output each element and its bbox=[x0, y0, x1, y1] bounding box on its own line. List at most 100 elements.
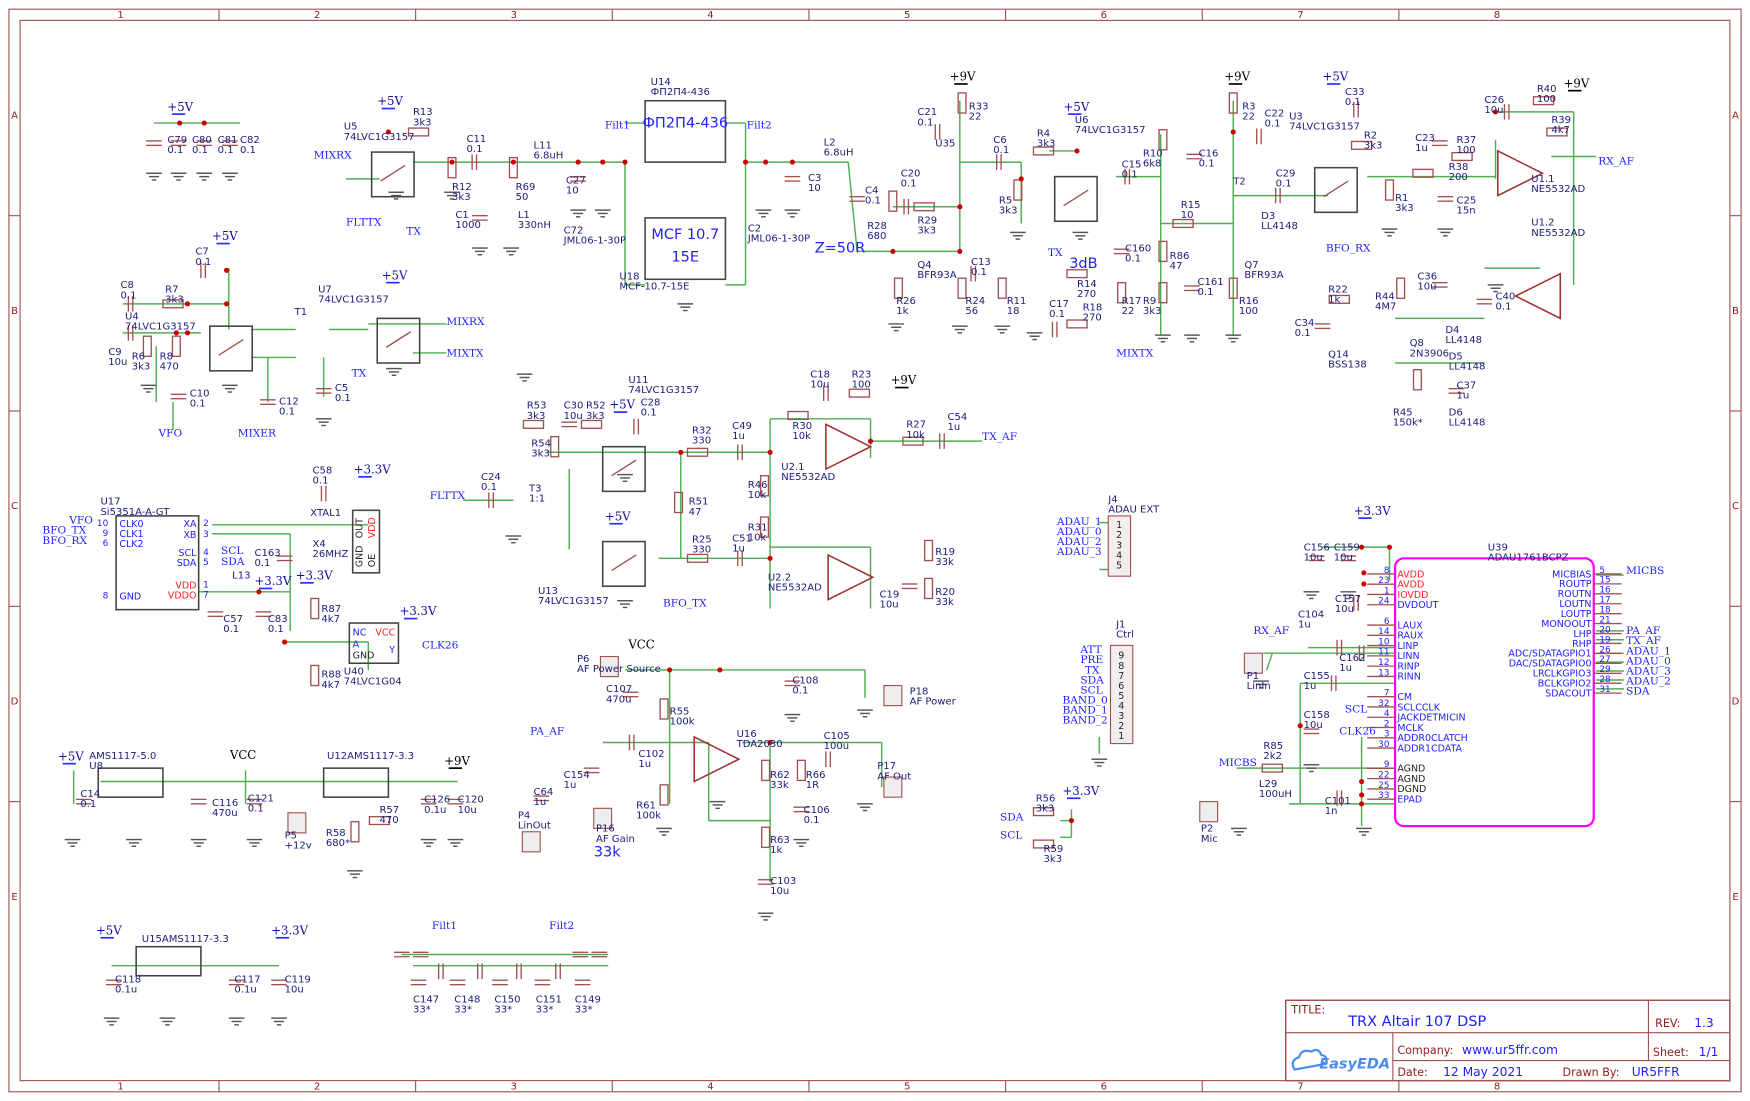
regulator-chip[interactable] bbox=[97, 767, 164, 798]
capacitor-symbol[interactable] bbox=[628, 734, 635, 751]
capacitor-symbol[interactable] bbox=[1336, 639, 1343, 656]
capacitor-symbol[interactable] bbox=[412, 951, 429, 958]
capacitor-symbol[interactable] bbox=[1340, 555, 1357, 562]
capacitor-symbol[interactable] bbox=[970, 265, 977, 282]
resistor-symbol[interactable] bbox=[310, 664, 320, 687]
capacitor-symbol[interactable] bbox=[757, 879, 774, 885]
resistor-symbol[interactable] bbox=[1412, 369, 1422, 391]
regulator-chip[interactable] bbox=[135, 945, 202, 977]
capacitor-symbol[interactable] bbox=[447, 798, 464, 805]
capacitor-symbol[interactable] bbox=[492, 979, 508, 986]
capacitor-symbol[interactable] bbox=[1184, 285, 1200, 292]
capacitor-symbol[interactable] bbox=[570, 175, 586, 182]
analog-switch-symbol[interactable] bbox=[370, 151, 415, 198]
resistor-symbol[interactable] bbox=[1546, 127, 1568, 137]
capacitor-symbol[interactable] bbox=[1431, 281, 1448, 288]
resistor-symbol[interactable] bbox=[1228, 277, 1238, 299]
resistor-symbol[interactable] bbox=[1117, 281, 1127, 304]
capacitor-symbol[interactable] bbox=[1336, 790, 1343, 807]
capacitor-symbol[interactable] bbox=[320, 485, 327, 502]
capacitor-symbol[interactable] bbox=[200, 262, 207, 279]
resistor-symbol[interactable] bbox=[171, 335, 181, 357]
capacitor-symbol[interactable] bbox=[477, 963, 483, 980]
resistor-symbol[interactable] bbox=[893, 277, 904, 299]
capacitor-symbol[interactable] bbox=[784, 175, 801, 182]
capacitor-symbol[interactable] bbox=[1431, 140, 1448, 147]
resistor-symbol[interactable] bbox=[1350, 140, 1373, 150]
resistor-symbol[interactable] bbox=[759, 516, 770, 538]
capacitor-symbol[interactable] bbox=[583, 767, 600, 774]
resistor-symbol[interactable] bbox=[923, 577, 934, 600]
capacitor-symbol[interactable] bbox=[260, 399, 276, 405]
capacitor-symbol[interactable] bbox=[1051, 321, 1058, 338]
analog-switch-symbol[interactable] bbox=[209, 325, 254, 372]
capacitor-symbol[interactable] bbox=[622, 691, 639, 698]
capacitor-symbol[interactable] bbox=[271, 979, 287, 986]
capacitor-symbol[interactable] bbox=[255, 611, 272, 618]
resistor-symbol[interactable] bbox=[761, 759, 771, 782]
capacitor-symbol[interactable] bbox=[1448, 388, 1465, 394]
capacitor-symbol[interactable] bbox=[793, 806, 810, 813]
capacitor-symbol[interactable] bbox=[246, 798, 263, 805]
resistor-symbol[interactable] bbox=[407, 127, 430, 137]
capacitor-symbol[interactable] bbox=[420, 798, 437, 805]
capacitor-symbol[interactable] bbox=[901, 583, 918, 590]
opamp-symbol[interactable] bbox=[1513, 272, 1562, 320]
resistor-symbol[interactable] bbox=[673, 491, 684, 514]
capacitor-symbol[interactable] bbox=[127, 296, 134, 312]
capacitor-symbol[interactable] bbox=[822, 385, 829, 401]
capacitor-symbol[interactable] bbox=[1330, 675, 1337, 692]
capacitor-symbol[interactable] bbox=[1476, 298, 1493, 305]
resistor-symbol[interactable] bbox=[1396, 277, 1406, 299]
capacitor-symbol[interactable] bbox=[190, 798, 207, 805]
pin-header[interactable] bbox=[521, 831, 541, 853]
resistor-symbol[interactable] bbox=[659, 698, 669, 720]
capacitor-symbol[interactable] bbox=[393, 951, 410, 958]
resistor-symbol[interactable] bbox=[1172, 218, 1194, 229]
analog-switch-symbol[interactable] bbox=[601, 540, 646, 587]
capacitor-symbol[interactable] bbox=[1113, 248, 1130, 255]
resistor-symbol[interactable] bbox=[686, 447, 709, 457]
opamp-symbol[interactable] bbox=[825, 423, 873, 471]
resistor-symbol[interactable] bbox=[1228, 92, 1238, 114]
capacitor-symbol[interactable] bbox=[1309, 555, 1325, 562]
capacitor-symbol[interactable] bbox=[516, 963, 522, 980]
resistor-symbol[interactable] bbox=[1261, 763, 1284, 773]
resistor-symbol[interactable] bbox=[957, 92, 967, 114]
capacitor-symbol[interactable] bbox=[939, 433, 945, 449]
capacitor-symbol[interactable] bbox=[737, 550, 743, 567]
resistor-symbol[interactable] bbox=[1158, 129, 1168, 151]
capacitor-symbol[interactable] bbox=[488, 492, 494, 509]
capacitor-symbol[interactable] bbox=[1303, 728, 1320, 735]
resistor-symbol[interactable] bbox=[913, 202, 935, 212]
capacitor-symbol[interactable] bbox=[591, 951, 608, 958]
analog-switch-symbol[interactable] bbox=[1313, 166, 1358, 214]
resistor-symbol[interactable] bbox=[447, 156, 457, 179]
capacitor-symbol[interactable] bbox=[633, 418, 640, 435]
resistor-symbol[interactable] bbox=[522, 419, 545, 429]
capacitor-symbol[interactable] bbox=[410, 979, 427, 986]
capacitor-symbol[interactable] bbox=[1358, 645, 1365, 661]
resistor-symbol[interactable] bbox=[1032, 146, 1055, 156]
capacitor-symbol[interactable] bbox=[1124, 168, 1131, 185]
pin-header[interactable] bbox=[883, 684, 903, 707]
pin-header[interactable] bbox=[883, 776, 903, 798]
resistor-symbol[interactable] bbox=[368, 816, 391, 826]
pin-header[interactable] bbox=[1199, 801, 1219, 823]
resistor-symbol[interactable] bbox=[686, 553, 709, 563]
resistor-symbol[interactable] bbox=[902, 436, 924, 446]
analog-switch-symbol[interactable] bbox=[376, 317, 421, 364]
pin-header[interactable] bbox=[287, 812, 307, 834]
capacitor-symbol[interactable] bbox=[572, 951, 589, 958]
capacitor-symbol[interactable] bbox=[1275, 187, 1281, 204]
analog-switch-symbol[interactable] bbox=[601, 445, 646, 493]
capacitor-symbol[interactable] bbox=[471, 154, 478, 170]
resistor-symbol[interactable] bbox=[923, 539, 934, 562]
analog-switch-symbol[interactable] bbox=[1053, 175, 1098, 223]
resistor-symbol[interactable] bbox=[1066, 269, 1088, 279]
capacitor-symbol[interactable] bbox=[449, 979, 466, 986]
resistor-symbol[interactable] bbox=[350, 821, 360, 843]
resistor-symbol[interactable] bbox=[1032, 839, 1055, 849]
